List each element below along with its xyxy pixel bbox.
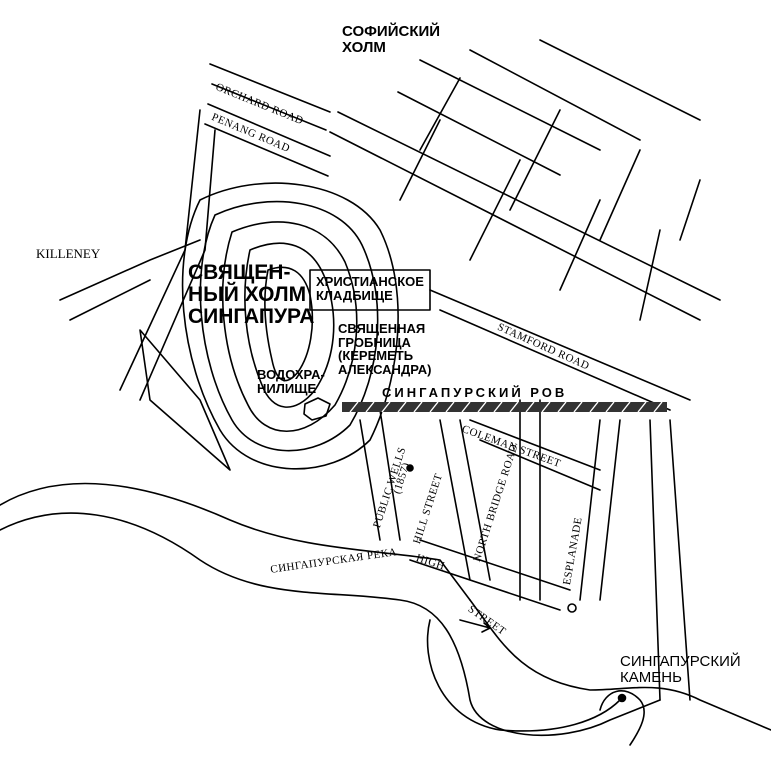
- west-road: [119, 109, 216, 401]
- cemetery-box: [309, 269, 431, 311]
- reservoir-shape: [303, 397, 331, 421]
- penang-road: [204, 103, 331, 177]
- hill-contour-2: [199, 200, 379, 452]
- public-wells-dot: [406, 464, 414, 472]
- ditch-label: СИНГАПУРСКИЙ РОВ: [382, 385, 568, 400]
- singapore-ditch: [342, 402, 667, 412]
- hill-contour-1: [181, 182, 399, 470]
- monument-dot: [567, 603, 577, 613]
- hill-contour-5: [264, 266, 314, 382]
- flow-arrow: [459, 619, 491, 633]
- stone-label: СИНГАПУРСКИЙ КАМЕНЬ: [620, 653, 741, 686]
- river-east-bank: [469, 599, 771, 731]
- stone-dot: [617, 693, 627, 703]
- hill-contour-4: [244, 242, 335, 408]
- reservoir-label: ВОДОХРА- НИЛИЩЕ: [257, 367, 325, 396]
- killeney-road: [59, 239, 201, 321]
- tomb-label: СВЯЩЕННАЯ ГРОБНИЦА (КЕРЕМЕТЬ АЛЕКСАНДРА): [338, 321, 432, 377]
- street-grid-south: [359, 399, 691, 701]
- sacred-hill-label: СВЯЩЕН- НЫЙ ХОЛМ СИНГАПУРА: [188, 261, 315, 329]
- hill-contour-3: [221, 221, 358, 433]
- sofia-hill-label: СОФИЙСКИЙ ХОЛМ: [342, 23, 441, 56]
- cemetery-label: ХРИСТИАНСКОЕ КЛАДБИЩЕ: [316, 274, 424, 303]
- street-grid-north: [329, 39, 721, 321]
- orchard-road: [209, 63, 331, 131]
- river-inner-bank: [426, 619, 621, 732]
- killeney-label: KILLENEY: [36, 246, 101, 261]
- river-north-bank: [0, 482, 471, 601]
- stone-outline: [599, 690, 645, 746]
- hill-triangle: [139, 329, 231, 471]
- stamford-road: [429, 289, 691, 411]
